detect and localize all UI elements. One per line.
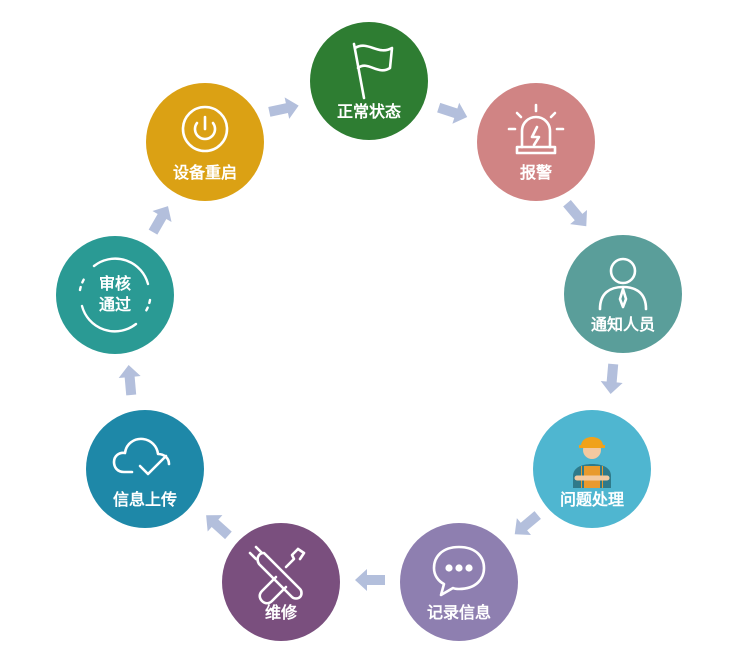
arrow-8 <box>117 364 143 396</box>
cloud-check-icon <box>112 437 171 476</box>
step-upload-info: 信息上传 <box>86 410 204 528</box>
step-label-line1: 审核 <box>98 274 131 293</box>
step-label: 通知人员 <box>590 315 655 334</box>
step-normal-status: 正常状态 <box>310 22 428 140</box>
step-notify-staff: 通知人员 <box>564 235 682 353</box>
alarm-light-icon <box>507 103 565 155</box>
step-repair: 维修 <box>222 523 340 641</box>
step-alarm: 报警 <box>477 83 595 201</box>
step-label: 信息上传 <box>112 490 177 509</box>
step-problem-handling: 问题处理 <box>533 410 651 528</box>
arrow-9 <box>143 200 178 238</box>
step-label: 问题处理 <box>559 490 624 509</box>
step-label-line2: 通过 <box>98 295 131 314</box>
flag-icon <box>352 42 394 100</box>
step-label: 报警 <box>519 163 552 182</box>
step-label: 正常状态 <box>336 102 401 121</box>
step-review-approved: 审核 通过 <box>56 236 174 354</box>
power-icon <box>181 105 229 153</box>
arrow-2 <box>435 97 471 128</box>
person-icon <box>598 257 648 311</box>
arrow-4 <box>599 363 625 395</box>
refresh-circle-icon <box>78 257 152 333</box>
step-record-info: 记录信息 <box>400 523 518 641</box>
worker-icon <box>573 437 611 488</box>
step-label: 记录信息 <box>426 603 491 622</box>
chat-bubble-icon <box>432 545 486 597</box>
arrow-3 <box>558 196 595 234</box>
arrow-1 <box>267 94 301 123</box>
tools-icon <box>248 545 306 605</box>
step-label: 设备重启 <box>172 163 237 182</box>
step-device-restart: 设备重启 <box>146 83 264 201</box>
step-label: 维修 <box>264 603 297 622</box>
arrow-6 <box>355 569 385 591</box>
